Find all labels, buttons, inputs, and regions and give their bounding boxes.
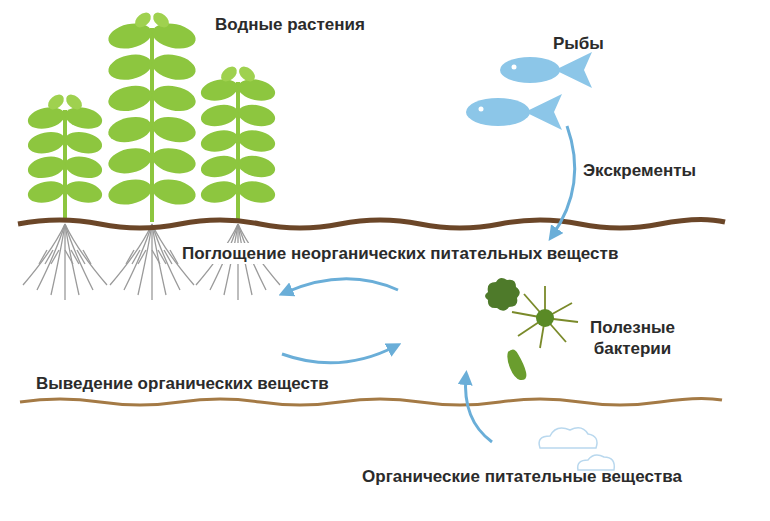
aquatic-plants [26, 10, 277, 222]
organic-matter [539, 428, 614, 470]
bacteria [485, 278, 578, 380]
organic-label: Органические питательные вещества [362, 466, 682, 487]
plants-label: Водные растения [215, 14, 365, 35]
excrement-label: Экскременты [583, 160, 696, 181]
sediment-line [20, 398, 722, 405]
fish [466, 52, 592, 130]
release-label: Выведение органических веществ [36, 373, 329, 394]
soil-line [18, 219, 725, 228]
uptake-label: Поглощение неорганических питательных ве… [180, 243, 620, 264]
flow-arrows [282, 126, 575, 442]
fish-label: Рыбы [553, 33, 604, 54]
bacteria-label: Полезные бактерии [570, 317, 695, 360]
